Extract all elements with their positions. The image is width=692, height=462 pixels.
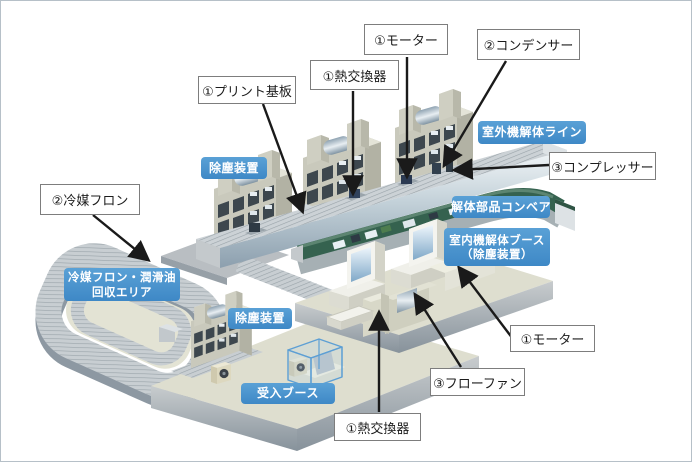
callout-motor-top-label: ①モーター: [374, 34, 438, 49]
callout-heat-exchanger-top-label: ①熱交換器: [322, 69, 387, 85]
callout-motor-top: ①モーター: [364, 24, 448, 55]
callout-heat-exchanger-top: ①熱交換器: [310, 60, 399, 90]
callout-pcb: ①プリント基板: [198, 76, 296, 104]
callout-heat-exchanger-bottom: ①熱交換器: [334, 413, 421, 441]
badge-parts-conveyor: 解体部品コンベア: [451, 196, 552, 218]
callout-pcb-label: ①プリント基板: [202, 84, 292, 100]
badge-indoor-booth-line2: （除塵装置）: [461, 247, 533, 261]
badge-recovery-area-line2: 回収エリア: [92, 284, 152, 299]
badge-receiving-booth: 受入ブース: [241, 383, 335, 404]
badge-dust-removal-top-label: 除塵装置: [208, 160, 259, 175]
badge-indoor-booth: 室内機解体ブース （除塵装置）: [444, 228, 550, 266]
badge-indoor-booth-line1: 室内機解体ブース: [449, 232, 545, 247]
badge-dust-removal-bottom: 除塵装置: [228, 308, 292, 329]
badge-recovery-area-line1: 冷媒フロン・潤滑油: [68, 270, 176, 285]
badge-dust-removal-bottom-label: 除塵装置: [234, 311, 285, 325]
callout-condenser: ②コンデンサー: [477, 29, 580, 60]
callout-refrigerant: ②冷媒フロン: [40, 184, 140, 215]
callout-flow-fan-label: ③フローファン: [433, 376, 522, 392]
fan-unit: [211, 362, 231, 384]
callout-condenser-label: ②コンデンサー: [483, 39, 574, 54]
callout-motor-bottom-label: ①モーター: [520, 333, 585, 348]
callout-arrows: [92, 57, 550, 412]
receiving-booth-acrylic: [287, 338, 345, 389]
callout-motor-bottom: ①モーター: [510, 325, 595, 352]
badge-dust-removal-top: 除塵装置: [201, 157, 267, 179]
callout-compressor: ③コンプレッサー: [549, 152, 656, 180]
badge-outdoor-line-label: 室外機解体ライン: [481, 125, 582, 139]
callout-refrigerant-label: ②冷媒フロン: [51, 194, 129, 209]
badge-parts-conveyor-label: 解体部品コンベア: [451, 199, 552, 214]
callout-heat-exchanger-bottom-label: ①熱交換器: [345, 421, 410, 437]
badge-recovery-area: 冷媒フロン・潤滑油 回収エリア: [64, 268, 180, 301]
callout-flow-fan: ③フローファン: [430, 368, 525, 396]
badge-outdoor-line: 室外機解体ライン: [478, 121, 586, 144]
callout-compressor-label: ③コンプレッサー: [551, 160, 654, 176]
badge-receiving-booth-label: 受入ブース: [257, 386, 319, 400]
outdoor-line-conveyor: [196, 141, 567, 268]
